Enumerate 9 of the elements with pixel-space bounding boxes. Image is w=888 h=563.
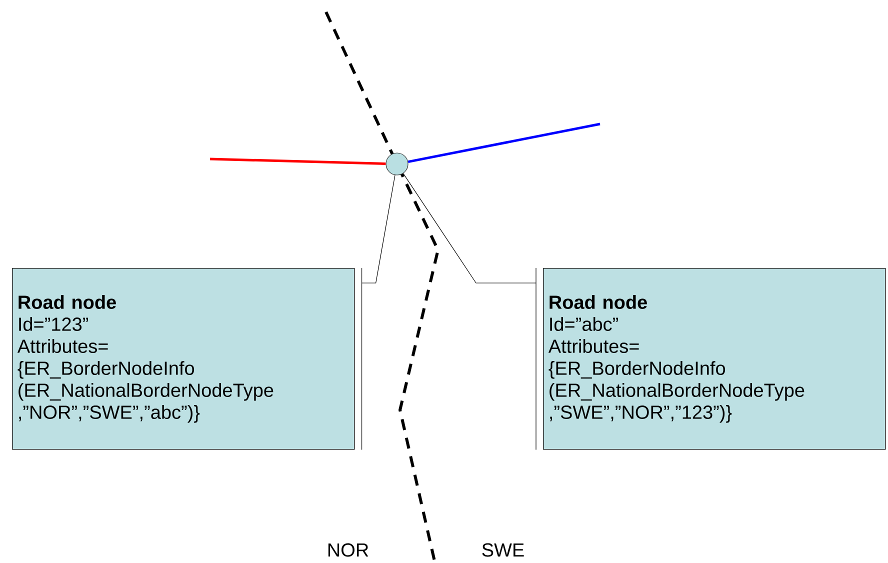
road-line (408, 122, 600, 164)
country-label: NOR (328, 543, 368, 557)
leader-line (362, 174, 396, 450)
road-node-circle (386, 152, 408, 176)
leader-line (402, 173, 536, 450)
info-box: Road node Id=”abc” Attributes= {ER_BorderNodeInfo (ER_NationalBorderNodeType ,”SWE”,”NOR”,”123”)} (543, 268, 886, 450)
country-label: SWE (482, 543, 524, 557)
info-box: Road node Id=”123” Attributes= {ER_BorderNodeInfo (ER_NationalBorderNodeType ,”NOR”,”SWE”,”abc”)} (12, 268, 355, 450)
road-line (210, 158, 386, 165)
